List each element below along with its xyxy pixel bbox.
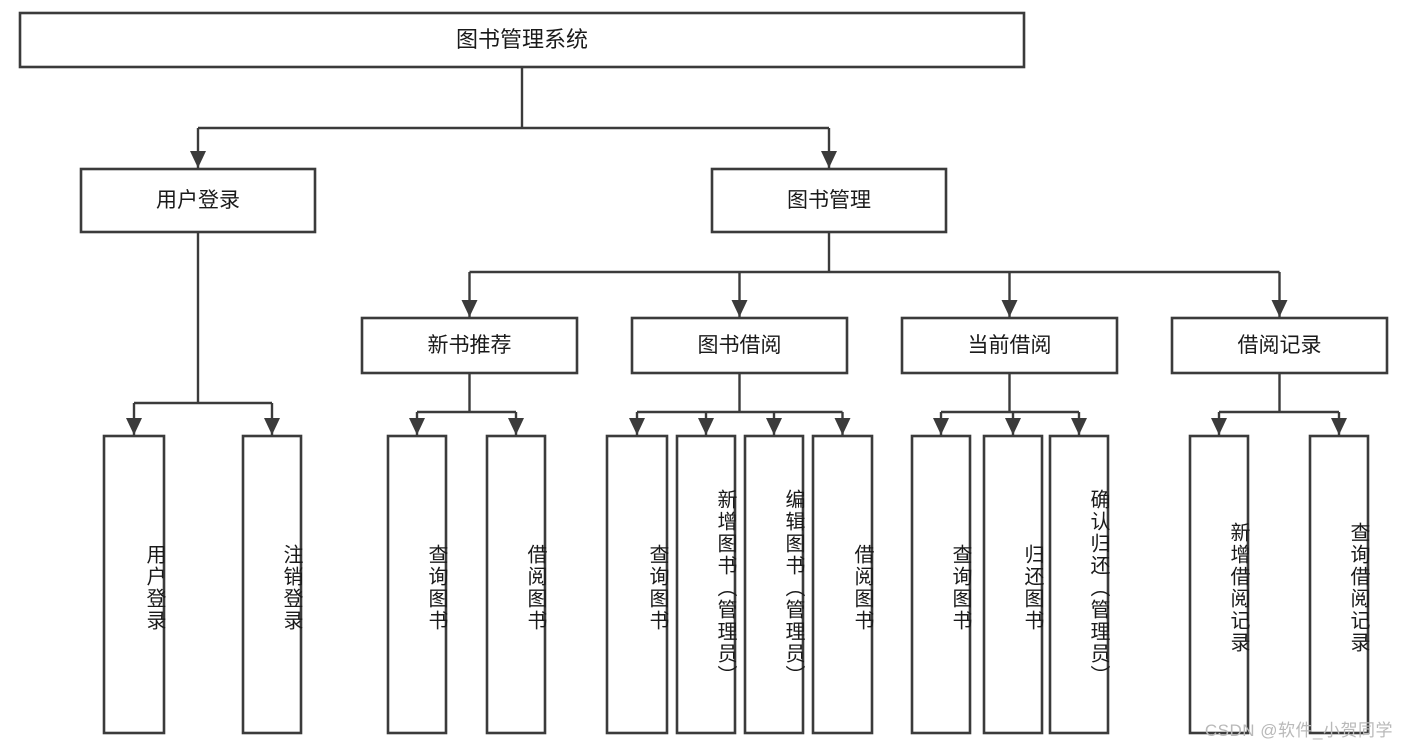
level2-node-0-box: [79, 167, 317, 234]
leaf-node-5-box[interactable]: [675, 434, 737, 735]
level3-node-0[interactable]: 新书推荐: [360, 316, 579, 375]
leaf-node-9-box[interactable]: [982, 434, 1044, 735]
current-to-leaves-arrow-2: [1071, 418, 1087, 435]
bookmgmt-to-level3-arrow-3: [1271, 300, 1288, 317]
borrow-to-leaves-arrow-0: [629, 418, 645, 435]
userlogin-to-leaves-arrow-0: [126, 418, 142, 435]
watermark-text: CSDN @软件_小贺同学: [1204, 721, 1393, 740]
level3-node-1[interactable]: 图书借阅: [630, 316, 849, 375]
newbook-to-leaves-arrow-1: [508, 418, 524, 435]
connector-layer: [126, 67, 1347, 435]
borrow-to-leaves-arrow-2: [766, 418, 782, 435]
level2-node-0[interactable]: 用户登录: [79, 167, 317, 234]
leaf-node-4-box[interactable]: [605, 434, 669, 735]
level2-node-1-label: 图书管理: [787, 189, 871, 212]
level3-node-3[interactable]: 借阅记录: [1170, 316, 1389, 375]
newbook-to-leaves-arrow-0: [409, 418, 425, 435]
root-node-label: 图书管理系统: [456, 27, 588, 52]
level3-node-0-label: 新书推荐: [428, 334, 512, 357]
root-node[interactable]: 图书管理系统: [18, 11, 1026, 69]
level3-node-1-box: [630, 316, 849, 375]
record-to-leaves-arrow-1: [1331, 418, 1347, 435]
level3-node-3-box: [1170, 316, 1389, 375]
leaf-node-12-box[interactable]: [1308, 434, 1370, 735]
root-node-box: [18, 11, 1026, 69]
root-to-level2-arrow-0: [190, 151, 206, 168]
level3-node-1-label: 图书借阅: [698, 334, 782, 357]
leaf-node-8-box[interactable]: [910, 434, 972, 735]
record-to-leaves-arrow-0: [1211, 418, 1227, 435]
leaf-node-1-box[interactable]: [241, 434, 303, 735]
root-to-level2-arrow-1: [821, 151, 837, 168]
borrow-to-leaves-arrow-3: [834, 418, 851, 435]
bookmgmt-to-level3-arrow-0: [461, 300, 478, 317]
level3-node-0-box: [360, 316, 579, 375]
level2-node-0-label: 用户登录: [156, 189, 240, 212]
level3-node-2[interactable]: 当前借阅: [900, 316, 1119, 375]
leaf-node-7-box[interactable]: [811, 434, 874, 735]
level2-node-1-box: [710, 167, 948, 234]
level3-node-2-box: [900, 316, 1119, 375]
current-to-leaves-arrow-0: [933, 418, 949, 435]
userlogin-to-leaves-arrow-1: [264, 418, 280, 435]
leaf-node-3-box[interactable]: [485, 434, 547, 735]
borrow-to-leaves-arrow-1: [698, 418, 714, 435]
leaf-node-2-box[interactable]: [386, 434, 448, 735]
current-to-leaves-arrow-1: [1005, 418, 1021, 435]
level3-node-3-label: 借阅记录: [1238, 334, 1322, 357]
leaf-node-10-box[interactable]: [1048, 434, 1110, 735]
level3-node-2-label: 当前借阅: [968, 334, 1052, 357]
bookmgmt-to-level3-arrow-2: [1001, 300, 1018, 317]
leaf-node-11-box[interactable]: [1188, 434, 1250, 735]
leaf-node-0-box[interactable]: [102, 434, 166, 735]
bookmgmt-to-level3-arrow-1: [731, 300, 748, 317]
level2-node-1[interactable]: 图书管理: [710, 167, 948, 234]
leaf-node-6-box[interactable]: [743, 434, 805, 735]
